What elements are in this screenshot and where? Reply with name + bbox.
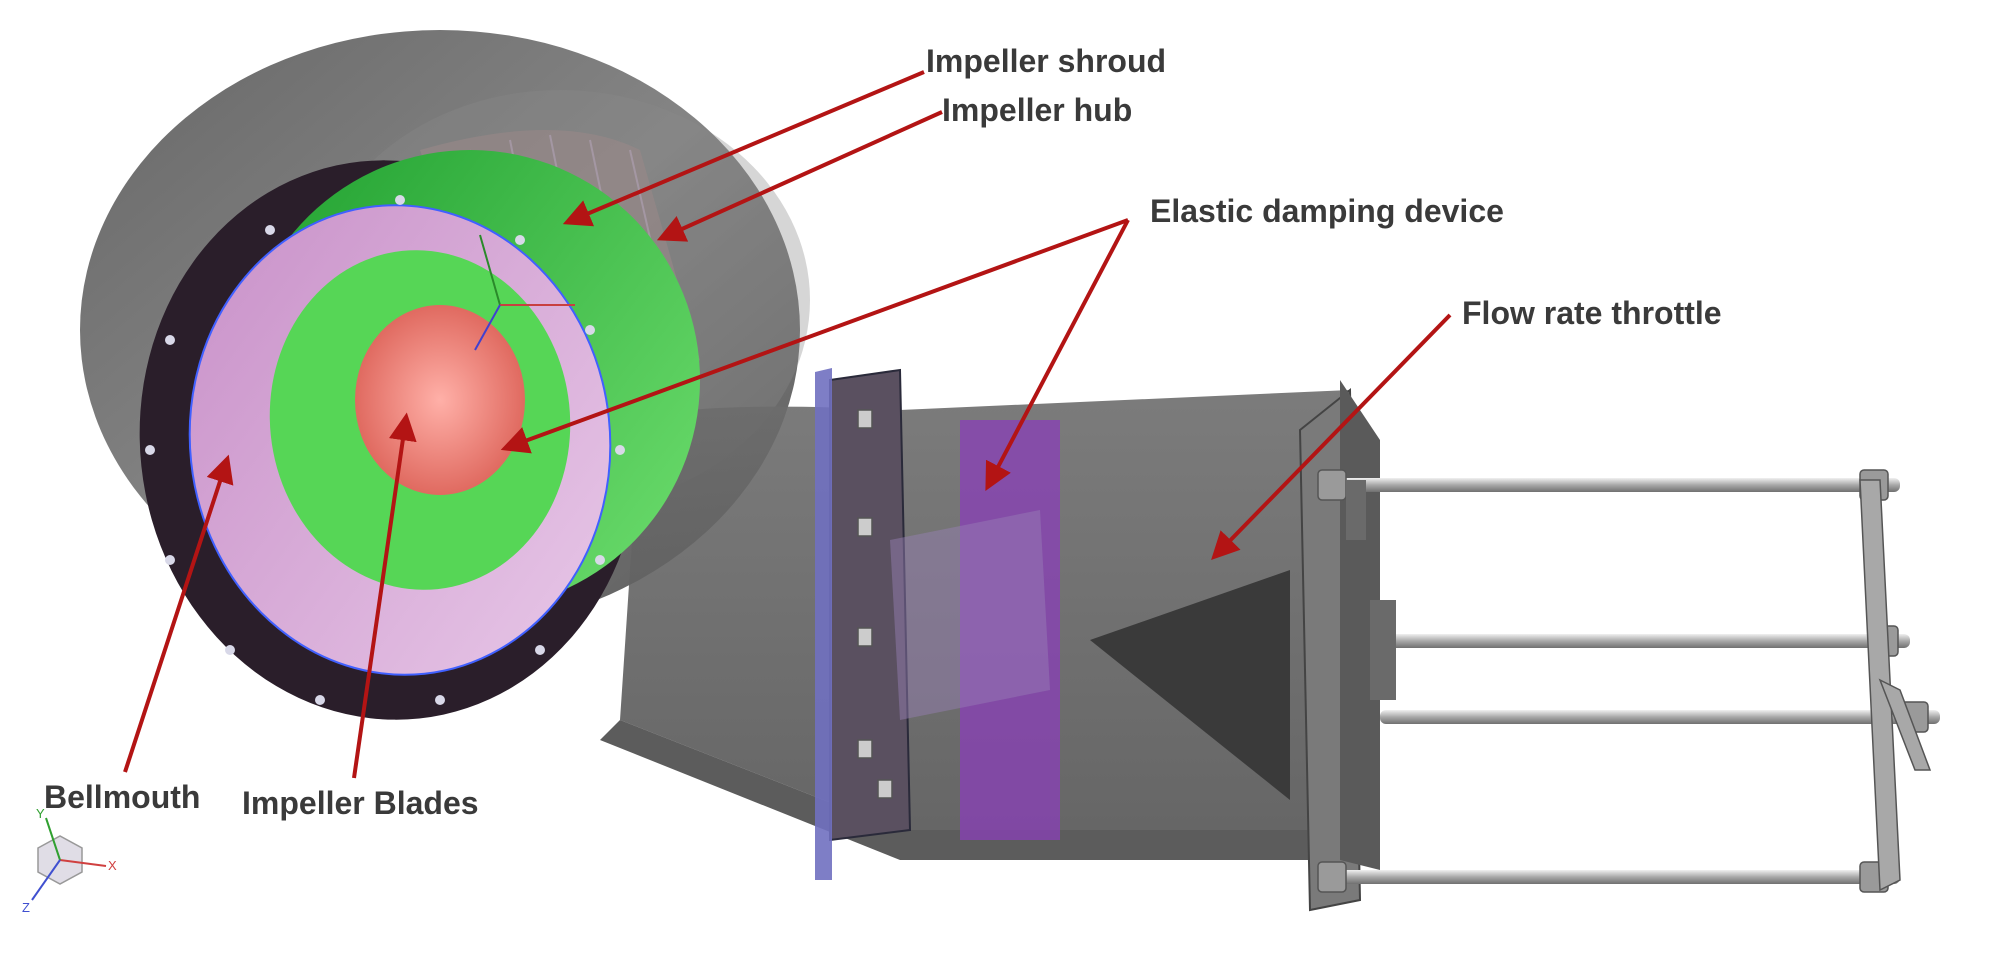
label-flow-rate-throttle: Flow rate throttle	[1462, 295, 1722, 331]
callout-labels: Impeller shroud Impeller hub Elastic dam…	[44, 43, 1722, 821]
label-impeller-hub: Impeller hub	[942, 92, 1132, 128]
callout-arrows	[123, 70, 1452, 779]
bellmouth-blue-edge	[188, 204, 612, 676]
throttle-frame	[1859, 479, 1932, 892]
damping-device-section	[815, 368, 1060, 880]
triad-x-axis	[59, 859, 107, 867]
flange-bolts	[857, 409, 893, 799]
damper-blue-gasket	[815, 368, 832, 880]
impeller-hub-center	[355, 305, 525, 495]
label-impeller-blades: Impeller Blades	[242, 785, 479, 821]
label-elastic-damping-device: Elastic damping device	[1150, 193, 1504, 229]
triad-x-label: X	[108, 858, 117, 873]
arrow-elastic-damping-1	[500, 218, 1129, 454]
triad-y-axis	[45, 817, 61, 861]
arrow-bellmouth	[123, 454, 234, 773]
arrow-elastic-damping-2	[985, 219, 1130, 491]
arrow-impeller-blades	[352, 412, 417, 779]
arrow-impeller-shroud	[562, 70, 925, 227]
arrow-flow-rate-throttle	[1211, 313, 1452, 561]
throttle-block-upper	[1346, 480, 1366, 540]
view-cube-triad: X Y Z	[22, 806, 117, 915]
throttle-block-middle	[1370, 600, 1396, 700]
label-impeller-shroud: Impeller shroud	[926, 43, 1166, 79]
damper-purple-membrane	[960, 420, 1060, 840]
triad-z-axis	[31, 859, 61, 901]
damper-transparent-panel	[890, 510, 1050, 720]
triad-y-label: Y	[36, 806, 45, 821]
arrow-impeller-hub	[656, 110, 943, 242]
rod-nuts	[1317, 469, 1929, 893]
flow-rate-throttle	[1090, 380, 1940, 912]
label-bellmouth: Bellmouth	[44, 779, 200, 815]
triad-z-label: Z	[22, 900, 30, 915]
impeller-local-axes	[474, 234, 575, 351]
throttle-rods	[1330, 478, 1940, 884]
flange-bolt-holes	[145, 195, 625, 705]
throttle-cone	[1090, 570, 1290, 800]
